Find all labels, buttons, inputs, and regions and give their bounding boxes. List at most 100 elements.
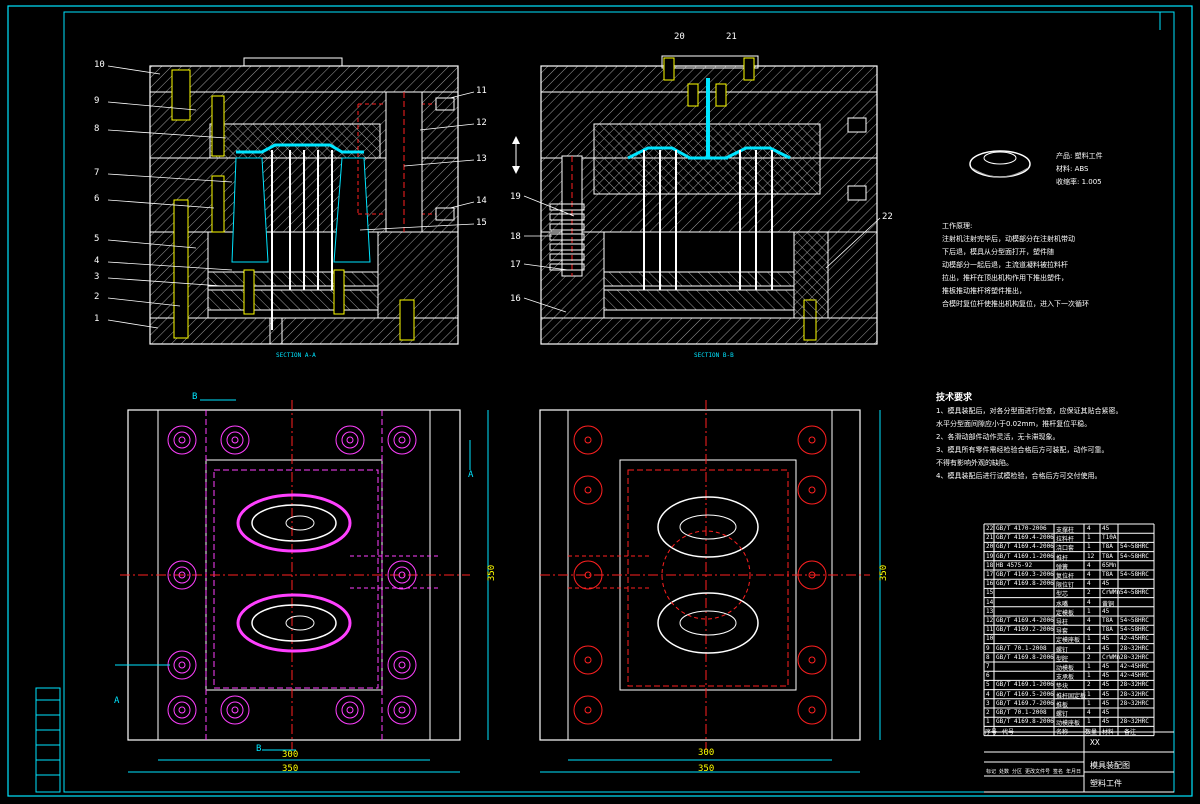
- bom-std: GB/T 4169.8-2006: [996, 718, 1054, 726]
- bom-note: 54~58HRC: [1120, 571, 1149, 578]
- bom-qty: 2: [1087, 681, 1091, 689]
- tech-requirement-line: 水平分型面间隙应小于0.02mm，推杆复位平稳。: [936, 420, 1092, 428]
- bom-no: 7: [986, 663, 990, 670]
- bom-std: GB/T 4169.1-2006: [996, 552, 1054, 560]
- tech-requirement-line: 3、模具所有零件需经检验合格后方可装配，动作可靠。: [936, 446, 1109, 454]
- bom-no: 12: [986, 617, 994, 624]
- bom-std: GB/T 4169.4-2006: [996, 543, 1054, 551]
- bom-std: GB/T 4169.3-2006: [996, 571, 1054, 578]
- bom-no: 14: [986, 598, 994, 606]
- bom-qty: 4: [1087, 617, 1091, 624]
- bom-table-grid: [983, 523, 1174, 793]
- bom-note: 42~45HRC: [1120, 635, 1149, 643]
- bom-no: 2: [986, 709, 990, 716]
- bom-std: GB/T 4169.4-2006: [996, 534, 1054, 542]
- bom-std: GB/T 70.1-2008: [996, 709, 1047, 716]
- bom-qty: 4: [1087, 561, 1091, 569]
- bom-std: GB/T 4169.5-2006: [996, 690, 1054, 698]
- inner-border: [63, 11, 1175, 793]
- bom-material: 45: [1102, 690, 1110, 698]
- bom-no: 3: [986, 699, 990, 707]
- view-marker-b-top: B: [192, 392, 198, 402]
- dim-left-outer: 350: [282, 764, 299, 774]
- callout-15: 15: [476, 218, 487, 228]
- dim-right-height: 350: [879, 564, 890, 582]
- bom-name: 螺钉: [1056, 646, 1069, 654]
- bom-material: T8A: [1102, 617, 1113, 624]
- bom-material: 黄铜: [1102, 600, 1115, 608]
- bom-name: 定模座板: [1056, 637, 1081, 645]
- plan-view-right: [539, 400, 881, 773]
- bom-no: 9: [986, 644, 990, 652]
- product-material: 材料: ABS: [1056, 165, 1089, 173]
- bom-qty: 4: [1087, 626, 1091, 634]
- bom-note: 28~32HRC: [1120, 644, 1149, 652]
- bom-material: T10A: [1102, 534, 1117, 542]
- bom-name: 浇口套: [1056, 545, 1075, 553]
- bom-no: 11: [986, 626, 994, 634]
- callout-8: 8: [94, 124, 100, 134]
- bom-qty: 1: [1087, 663, 1091, 670]
- bom-header-std: 代号: [1002, 729, 1015, 737]
- bom-std: GB/T 4169.7-2006: [996, 699, 1054, 707]
- tech-requirement-line: 4、模具装配后进行试模检验，合格后方可交付使用。: [936, 472, 1102, 480]
- work-process-line: 推板推动推杆将塑件推出，: [942, 287, 1026, 295]
- bom-qty: 1: [1087, 690, 1091, 698]
- section-a-a: [149, 57, 459, 345]
- bom-material: T8A: [1102, 571, 1113, 578]
- callout-12: 12: [476, 118, 487, 128]
- bom-qty: 4: [1087, 580, 1091, 588]
- bom-note: 28~32HRC: [1120, 690, 1149, 698]
- product-icon: [969, 150, 1031, 178]
- title-part-name: 塑料工件: [1090, 779, 1122, 788]
- dim-right-inner: 300: [698, 748, 715, 758]
- bom-header-no: 序号: [985, 729, 998, 737]
- bom-name: 型腔: [1056, 655, 1069, 663]
- bom-material: 45: [1102, 663, 1110, 670]
- callout-22: 22: [882, 212, 893, 222]
- bom-no: 1: [986, 718, 990, 726]
- bom-std: GB/T 4169.8-2006: [996, 580, 1054, 588]
- bom-name: 弹簧: [1056, 563, 1069, 571]
- bom-std: GB/T 4169.4-2006: [996, 617, 1054, 624]
- bom-name: 推杆: [1056, 554, 1069, 562]
- bom-qty: 1: [1087, 543, 1091, 551]
- plan-view-left: [115, 399, 489, 773]
- section-b-b: [512, 55, 878, 345]
- bom-qty: 1: [1087, 534, 1091, 542]
- bom-material: T8A: [1102, 552, 1113, 560]
- callout-18: 18: [510, 232, 521, 242]
- bom-note: 42~45HRC: [1120, 672, 1149, 680]
- bom-header-material: 材料: [1102, 729, 1115, 737]
- bom-no: 22: [986, 525, 994, 532]
- callout-4: 4: [94, 256, 100, 266]
- bom-name: 垫块: [1056, 683, 1069, 691]
- bom-note: 54~58HRC: [1120, 617, 1149, 624]
- callout-21: 21: [726, 32, 737, 42]
- view-marker-a-right: A: [468, 470, 474, 480]
- callout-13: 13: [476, 154, 487, 164]
- product-info: 产品: 塑料工件 材料: ABS 收缩率: 1.005: [1056, 150, 1103, 189]
- callout-6: 6: [94, 194, 100, 204]
- bom-header-qty: 数量: [1085, 729, 1098, 737]
- product-name: 产品: 塑料工件: [1056, 152, 1103, 160]
- bom-material: CrWMn: [1102, 589, 1121, 597]
- bom-name: 导柱: [1056, 619, 1069, 626]
- bom-material: T8A: [1102, 543, 1113, 551]
- bom-no: 10: [986, 635, 994, 643]
- bom-material: T8A: [1102, 626, 1113, 634]
- product-shrinkage: 收缩率: 1.005: [1056, 178, 1102, 186]
- binding-strip: [35, 687, 61, 793]
- bom-std: GB/T 4170-2006: [996, 525, 1047, 532]
- work-process-line: 合模时复位杆使推出机构复位，进入下一次循环: [942, 300, 1089, 308]
- bom-name: 动模座板: [1056, 720, 1081, 728]
- callout-7: 7: [94, 168, 100, 178]
- bom-no: 18: [986, 561, 994, 569]
- dim-left-height: 350: [487, 564, 498, 582]
- bom-qty: 1: [1087, 699, 1091, 707]
- bom-note: 54~58HRC: [1120, 626, 1149, 634]
- bom-no: 5: [986, 681, 990, 689]
- tech-requirement-line: 不得有影响外观的缺陷。: [936, 459, 1013, 467]
- bom-name: 支承板: [1056, 674, 1075, 682]
